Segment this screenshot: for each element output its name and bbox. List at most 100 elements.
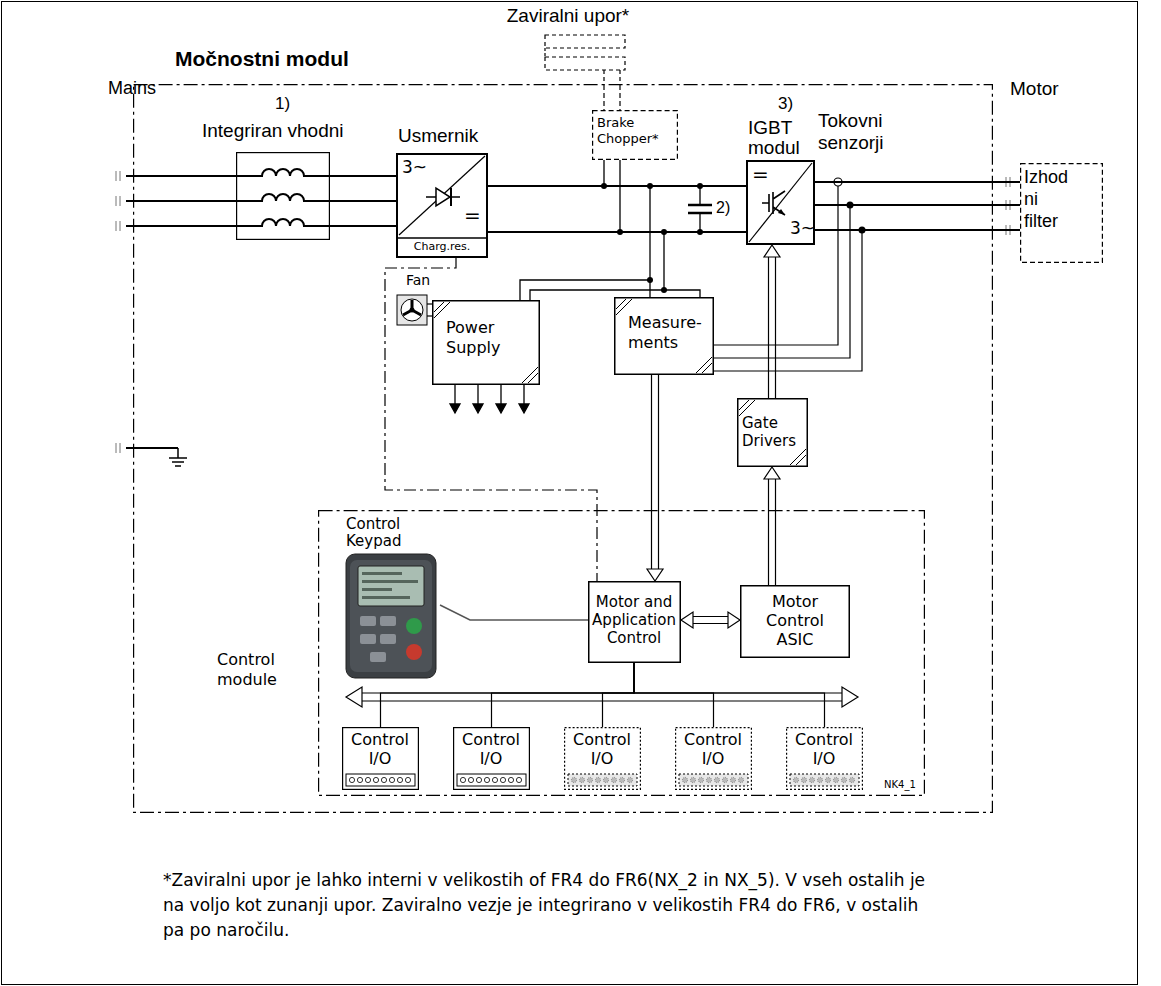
terminal-mark xyxy=(116,221,117,231)
control-io-board-outline xyxy=(492,777,497,782)
control-keypad-outline xyxy=(360,634,376,644)
motor-application-control-box-outline xyxy=(589,582,681,663)
terminal-mark xyxy=(116,171,117,181)
supply-output-arrow xyxy=(500,385,501,404)
input-choke-box-outline xyxy=(236,152,330,240)
part-name: Tokovni senzorji xyxy=(818,110,896,154)
mains-wire xyxy=(126,175,236,177)
control-io-board-outline xyxy=(381,777,386,782)
box-label: Izhod ni filter xyxy=(1024,166,1074,232)
dc-link-wire xyxy=(530,232,664,300)
connector xyxy=(647,375,663,581)
connector-line xyxy=(634,663,825,727)
connector xyxy=(604,85,620,110)
connector-line xyxy=(603,85,604,110)
region-heading: Control module xyxy=(217,650,307,690)
terminal-label: Mains xyxy=(108,78,156,100)
control-keypad-outline xyxy=(362,588,392,591)
gate-driver-box-outline xyxy=(739,400,806,465)
control-io-board-outline xyxy=(346,774,415,786)
control-io-board-outline xyxy=(730,777,735,782)
connector-line xyxy=(815,229,1020,231)
brake-resistor: Zaviralni upor* xyxy=(478,5,658,85)
supply-output-arrow xyxy=(496,404,506,413)
connector-line xyxy=(651,375,652,569)
ground-symbol xyxy=(172,461,184,463)
connector xyxy=(440,605,588,620)
control-io-board-outline xyxy=(722,777,727,782)
control-io-board-outline xyxy=(682,777,687,782)
connector-line xyxy=(385,258,597,581)
terminal-mark xyxy=(120,443,121,453)
box-label: Control I/O xyxy=(566,730,638,768)
arrowhead xyxy=(647,569,663,581)
control-keypad-outline xyxy=(350,560,432,672)
connector-line xyxy=(603,663,635,727)
control-io-board-outline xyxy=(817,777,822,782)
callout-number: 1) xyxy=(275,94,290,114)
control-io-board-outline xyxy=(405,777,410,782)
junction-dot xyxy=(661,287,667,293)
control-io-board-outline xyxy=(349,777,354,782)
connector-line xyxy=(619,85,620,110)
rectifier-box: Usmernik3~=Charg.res. xyxy=(396,153,488,258)
output-filter-box: Izhod ni filter xyxy=(1020,163,1103,263)
control-bus xyxy=(346,687,362,707)
connector-line xyxy=(815,181,1020,183)
control-io-board-outline xyxy=(841,777,846,782)
power-module-region-outline xyxy=(133,84,993,813)
part-name: = xyxy=(752,162,769,186)
control-keypad-outline xyxy=(406,644,422,660)
input-choke-box: Integriran vhodni xyxy=(236,152,330,240)
measurement-box: Measure- ments xyxy=(614,297,714,375)
figure-note: *Zaviralni upor je lahko interni v velik… xyxy=(163,868,943,943)
control-io-board-outline xyxy=(679,774,748,786)
control-bus xyxy=(842,687,858,707)
box-label: Motor Control ASIC xyxy=(750,592,840,649)
mains-wire xyxy=(126,200,236,202)
igbt-module-box-outline xyxy=(762,191,785,215)
arrowhead xyxy=(764,245,780,257)
current-sensor-wire xyxy=(714,186,862,371)
dc-capacitor xyxy=(688,205,712,213)
control-keypad-outline xyxy=(346,554,436,678)
terminal-mark xyxy=(120,221,121,231)
connector xyxy=(681,612,740,628)
connector-line xyxy=(330,225,396,227)
box-label: Motor and Application Control xyxy=(590,593,678,647)
control-io-board-outline xyxy=(793,777,798,782)
control-io-board-outline xyxy=(603,777,608,782)
ground-symbol xyxy=(169,448,187,466)
control-io-board: Control I/O xyxy=(786,727,863,790)
brake-resistor-outline xyxy=(545,57,625,70)
control-io-board-outline xyxy=(516,777,521,782)
dc-link-wire xyxy=(664,290,700,297)
connector-line xyxy=(775,479,776,585)
control-io-board-outline xyxy=(619,777,624,782)
control-io-board-outline xyxy=(790,774,859,786)
connector xyxy=(815,182,1020,230)
supply-output-arrow xyxy=(473,404,483,413)
connector-line xyxy=(775,257,776,398)
control-io-board-outline xyxy=(849,777,854,782)
supply-output-arrow xyxy=(477,385,478,404)
power-supply-box: Power Supply xyxy=(432,300,540,385)
control-io-board-outline xyxy=(825,777,830,782)
control-io-board-outline xyxy=(460,777,465,782)
ground-symbol xyxy=(177,448,179,458)
ground-symbol xyxy=(175,465,181,467)
control-keypad-outline xyxy=(358,566,424,606)
ground-symbol xyxy=(169,457,187,459)
dc-link-wire xyxy=(603,160,604,186)
connector-line xyxy=(693,623,728,624)
gate-driver-box: Gate Drivers xyxy=(737,398,808,467)
connector xyxy=(634,663,714,727)
fan-icon xyxy=(397,295,427,325)
control-keypad-outline xyxy=(360,616,376,626)
fan-wire xyxy=(427,303,432,304)
control-io-board-outline xyxy=(571,777,576,782)
input-choke-box-outline xyxy=(236,219,330,226)
connector xyxy=(634,663,825,727)
motor-application-control-box: Motor and Application Control xyxy=(588,581,681,663)
control-io-board: Control I/O xyxy=(675,727,752,790)
